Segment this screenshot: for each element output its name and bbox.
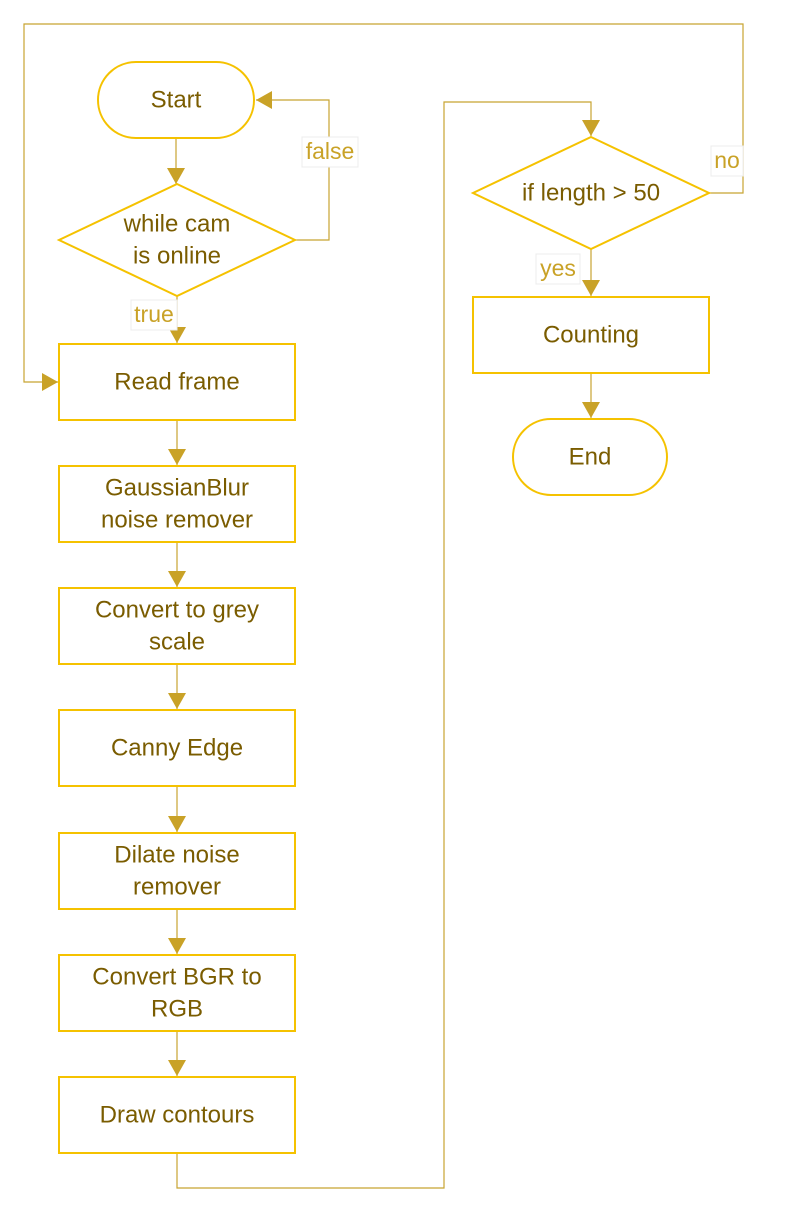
draw-contours-label-line-1: Draw contours <box>100 1101 255 1128</box>
connector-line <box>23 23 744 383</box>
while-cam-label-line-2: is online <box>133 242 221 269</box>
edge-labels-layer: false true no yes <box>130 136 744 331</box>
draw-contours-shape <box>58 1076 296 1154</box>
end-shape <box>512 418 668 496</box>
connectors-layer <box>23 23 744 1189</box>
terminator-start: Start <box>97 61 255 139</box>
edge-label-text: no <box>714 147 740 173</box>
arrowhead <box>168 938 186 954</box>
grey-scale-shape <box>58 587 296 665</box>
arrowhead <box>168 816 186 832</box>
arrowhead <box>168 571 186 587</box>
decision-if-length: if length > 50 <box>470 135 712 251</box>
edge-label-text: true <box>134 301 174 327</box>
connector-bgr-to-rgb-to-draw-contours <box>168 1031 186 1076</box>
connector-draw-contours-to-if-length <box>176 101 600 1189</box>
arrowhead <box>256 91 272 109</box>
connector-if-length-to-counting <box>582 249 600 296</box>
arrowhead <box>168 327 186 343</box>
connector-counting-to-end <box>582 373 600 418</box>
edge-label-text: yes <box>540 255 576 281</box>
connector-canny-edge-to-dilate <box>168 786 186 832</box>
gaussian-blur-label-line-2: noise remover <box>101 506 253 533</box>
connector-gaussian-blur-to-grey-scale <box>168 542 186 587</box>
process-counting: Counting <box>472 296 710 374</box>
counting-label-line-1: Counting <box>543 321 639 348</box>
edge-label-background <box>301 136 359 168</box>
arrowhead <box>168 693 186 709</box>
arrowhead <box>167 168 185 184</box>
canny-edge-label-line-1: Canny Edge <box>111 734 243 761</box>
process-dilate: Dilate noise remover <box>58 832 296 910</box>
start-shape <box>97 61 255 139</box>
gaussian-blur-label-line-1: GaussianBlur <box>105 474 249 501</box>
dilate-shape <box>58 832 296 910</box>
connector-start-to-while-cam <box>167 138 185 184</box>
start-label-line-1: Start <box>151 86 202 113</box>
grey-scale-label-line-1: Convert to grey <box>95 596 259 623</box>
process-bgr-to-rgb: Convert BGR to RGB <box>58 954 296 1032</box>
arrowhead <box>582 402 600 418</box>
arrowhead <box>582 120 600 136</box>
process-read-frame: Read frame <box>58 343 296 421</box>
edge-label-no: no <box>710 145 744 177</box>
edge-label-background <box>535 253 581 285</box>
edge-label-background <box>710 145 744 177</box>
while-cam-shape <box>56 182 298 298</box>
if-length-shape <box>470 135 712 251</box>
arrowhead <box>42 373 58 391</box>
end-label-line-1: End <box>569 443 612 470</box>
arrowhead <box>582 280 600 296</box>
process-canny-edge: Canny Edge <box>58 709 296 787</box>
read-frame-shape <box>58 343 296 421</box>
connector-dilate-to-bgr-to-rgb <box>168 909 186 954</box>
if-length-label-line-1: if length > 50 <box>522 179 660 206</box>
edge-label-true: true <box>130 299 178 331</box>
edge-label-yes: yes <box>535 253 581 285</box>
connector-grey-scale-to-canny-edge <box>168 664 186 709</box>
process-grey-scale: Convert to grey scale <box>58 587 296 665</box>
gaussian-blur-shape <box>58 465 296 543</box>
edge-label-false: false <box>301 136 359 168</box>
read-frame-label-line-1: Read frame <box>114 368 239 395</box>
connector-if-length-to-read-frame <box>23 23 744 391</box>
counting-shape <box>472 296 710 374</box>
process-draw-contours: Draw contours <box>58 1076 296 1154</box>
arrowhead <box>168 449 186 465</box>
terminator-end: End <box>512 418 668 496</box>
connector-read-frame-to-gaussian-blur <box>168 420 186 465</box>
arrowhead <box>168 1060 186 1076</box>
bgr-to-rgb-shape <box>58 954 296 1032</box>
bgr-to-rgb-label-line-2: RGB <box>151 995 203 1022</box>
decision-while-cam: while cam is online <box>56 182 298 298</box>
canny-edge-shape <box>58 709 296 787</box>
grey-scale-label-line-2: scale <box>149 628 205 655</box>
connector-line <box>176 101 592 1189</box>
dilate-label-line-2: remover <box>133 873 221 900</box>
edge-label-text: false <box>306 138 355 164</box>
bgr-to-rgb-label-line-1: Convert BGR to <box>92 963 261 990</box>
while-cam-label-line-1: while cam <box>123 210 231 237</box>
connector-while-cam-to-start <box>256 91 330 241</box>
process-gaussian-blur: GaussianBlur noise remover <box>58 465 296 543</box>
connector-line <box>256 99 330 241</box>
dilate-label-line-1: Dilate noise <box>114 841 239 868</box>
edge-label-background <box>130 299 178 331</box>
